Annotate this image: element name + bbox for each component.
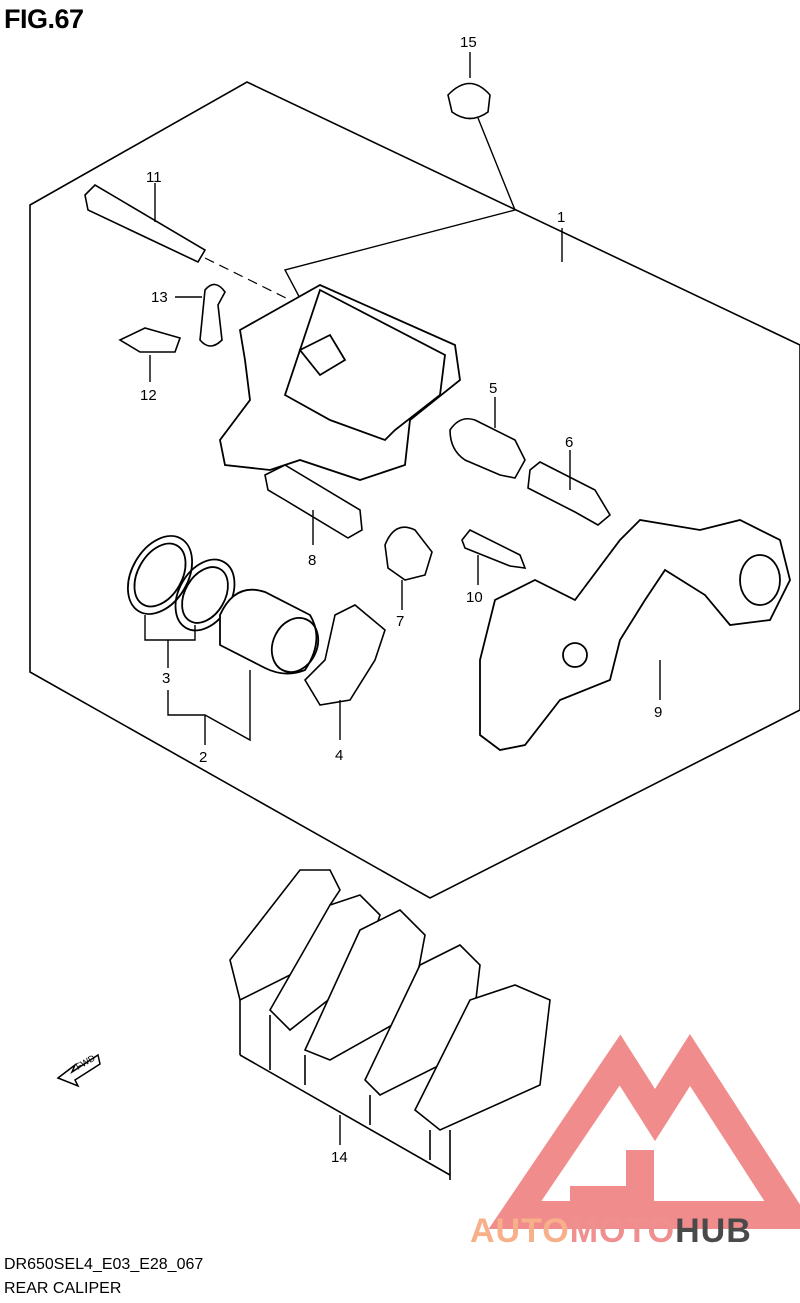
callout-11: 11	[146, 169, 162, 186]
watermark-text: AUTOMOTOHUB	[470, 1212, 752, 1251]
brake-pads	[229, 869, 551, 1180]
part-11-pin	[84, 183, 207, 264]
caliper-body	[219, 283, 461, 481]
watermark-hub: HUB	[675, 1212, 752, 1250]
fwd-arrow-icon: FWD	[56, 1053, 101, 1088]
callout-10: 10	[466, 589, 483, 606]
callout-12: 12	[140, 387, 157, 404]
callout-4: 4	[335, 747, 343, 764]
part-8-pin	[264, 464, 363, 539]
callout-7: 7	[396, 613, 404, 630]
callout-6: 6	[565, 434, 573, 451]
part-7-boot	[384, 526, 433, 581]
callout-2: 2	[199, 749, 207, 766]
part-5-boot	[449, 417, 526, 479]
watermark-auto: AUTO	[470, 1212, 570, 1250]
callout-9: 9	[654, 704, 662, 721]
part-12-bleeder	[118, 327, 182, 353]
part-15-bleeder-cap	[447, 82, 491, 120]
callout-5: 5	[489, 380, 497, 397]
kit-outline	[29, 81, 800, 899]
part-4-shim	[303, 604, 386, 706]
callout-13: 13	[151, 289, 168, 306]
callout-15: 15	[460, 34, 477, 51]
callout-1: 1	[557, 209, 565, 226]
part-6-bolt	[527, 461, 612, 526]
part-2-piston	[219, 588, 320, 675]
callout-14: 14	[331, 1149, 348, 1166]
figure-title: FIG.67	[4, 4, 84, 34]
part-10-spring	[461, 528, 527, 569]
figure-code: DR650SEL4_E03_E28_067	[4, 1256, 204, 1273]
watermark-moto: MOTO	[569, 1212, 676, 1250]
part-9-bracket	[479, 519, 791, 751]
callout-3: 3	[162, 670, 170, 687]
watermark-logo	[488, 1034, 800, 1229]
part-13-plate	[199, 283, 226, 347]
figure-name: REAR CALIPER	[4, 1280, 122, 1297]
callout-8: 8	[308, 552, 316, 569]
